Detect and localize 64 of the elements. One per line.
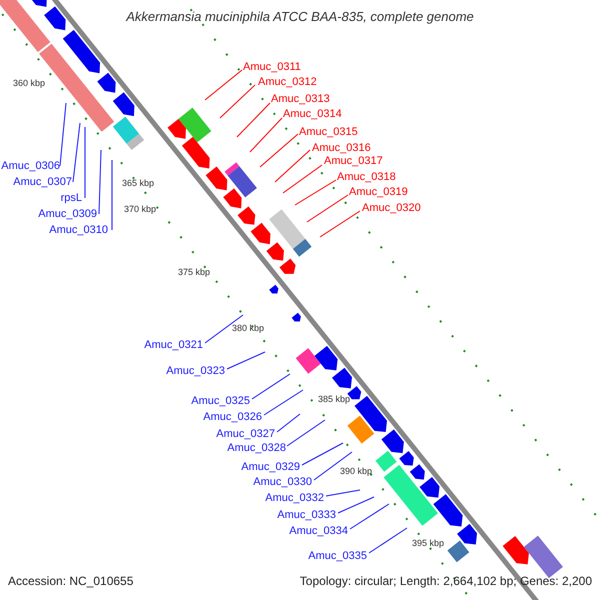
leader-line (286, 420, 326, 446)
leader-line (252, 374, 290, 400)
leader-line (350, 504, 390, 530)
leader-line (226, 352, 266, 370)
gene-label: Amuc_0307 (13, 176, 72, 189)
gene-label: Amuc_0321 (144, 339, 203, 352)
leader-line (220, 84, 256, 118)
accession-label: Accession: NC_010655 (8, 575, 134, 588)
gene-label: Amuc_0318 (337, 171, 396, 184)
gene-label: Amuc_0316 (312, 142, 371, 155)
gene-label: Amuc_0327 (216, 428, 275, 441)
gene-label: Amuc_0319 (349, 186, 408, 199)
gene-label: Amuc_0334 (289, 525, 348, 538)
gene-label: Amuc_0329 (241, 461, 300, 474)
gene-label: Amuc_0317 (324, 155, 383, 168)
leader-line (314, 452, 352, 480)
gene-label: Amuc_0314 (283, 108, 342, 121)
leader-line (204, 314, 244, 344)
leader-line (72, 122, 80, 182)
leader-line (276, 414, 300, 432)
gene-label: Amuc_0333 (277, 509, 336, 522)
scale-label: 360 kbp (13, 78, 46, 89)
leader-line (260, 134, 298, 168)
gene-label: Amuc_0320 (362, 202, 421, 215)
leader-line (84, 126, 86, 198)
gene-label: Amuc_0315 (299, 126, 358, 139)
gene-label: Amuc_0309 (38, 208, 97, 221)
scale-label: 390 kbp (340, 466, 372, 477)
scale-label: 365 kbp (122, 178, 154, 189)
scale-label: 385 kbp (318, 394, 350, 405)
scale-label: 380 kbp (232, 323, 264, 334)
leader-line (326, 490, 360, 496)
leader-line (98, 150, 102, 214)
gene-label: Amuc_0323 (166, 365, 225, 378)
leader-line (204, 70, 242, 100)
genome-title: Akkermansia muciniphila ATCC BAA-835, complete genome (124, 10, 475, 23)
leader-line (236, 102, 270, 138)
leader-line (250, 118, 282, 152)
leader-line (274, 150, 310, 182)
leader-line (320, 210, 360, 238)
gene-label: Amuc_0328 (227, 442, 286, 455)
gene-label: Amuc_0313 (271, 93, 330, 106)
scale-label: 370 kbp (124, 204, 156, 215)
leader-line (306, 194, 348, 222)
leader-line (368, 528, 408, 554)
genome-stats-label: Topology: circular; Length: 2,664,102 bp; Genes: 2,200 (300, 575, 592, 588)
leader-line (294, 180, 336, 206)
gene-label: Amuc_0335 (308, 550, 367, 563)
gene-label: rpsL (60, 192, 82, 205)
gene-label: Amuc_0306 (1, 160, 60, 173)
leader-line (338, 496, 374, 514)
gene-label: Amuc_0312 (258, 76, 317, 89)
gene-label: Amuc_0310 (49, 224, 108, 237)
gene-label: Amuc_0311 (243, 61, 301, 74)
scale-label: 395 kbp (412, 538, 444, 549)
gene-label: Amuc_0330 (253, 476, 312, 489)
leader-line (60, 102, 66, 166)
scale-label: 375 kbp (178, 267, 210, 278)
leader-line (282, 164, 322, 194)
gene-label: Amuc_0332 (265, 492, 324, 505)
leader-line (264, 390, 304, 416)
gene-label: Amuc_0326 (203, 411, 262, 424)
gene-label: Amuc_0325 (191, 395, 250, 408)
leader-line (302, 442, 344, 466)
